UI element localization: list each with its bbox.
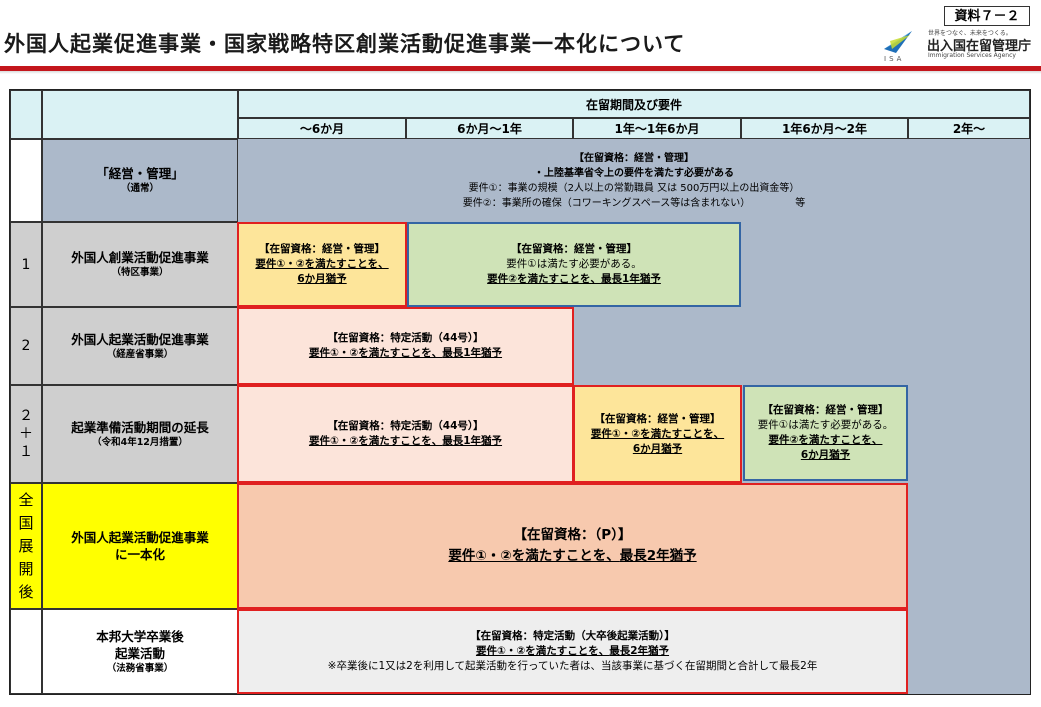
row-name-label: 外国人創業活動促進事業 — [71, 250, 209, 265]
page-title: 外国人起業促進事業・国家戦略特区創業活動促進事業一本化について — [4, 32, 686, 56]
status-label: 【在留資格：経営・管理】 — [511, 243, 637, 255]
row-num-2: 2 — [10, 307, 42, 385]
row-name-special-zone: 外国人創業活動促進事業 （特区事業） — [42, 222, 238, 307]
row-num-char: １ — [19, 444, 33, 460]
row3-box-6m: 【在留資格：経営・管理】 要件①・②を満たすことを、 6か月猶予 — [573, 385, 742, 483]
agency-abbreviation: ISA — [884, 55, 905, 63]
base-status: 【在留資格：経営・管理】 — [574, 152, 694, 164]
requirement-text: 要件①は満たす必要がある。 — [757, 419, 894, 431]
row-name-sub: （通常） — [120, 183, 159, 194]
row-name-label: 本邦大学卒業後 — [96, 628, 184, 644]
grace-period: 6か月猶予 — [632, 442, 683, 455]
row-name-unified: 外国人起業活動促進事業 に一本化 — [42, 483, 238, 609]
row-num-char: ＋ — [19, 426, 33, 442]
side-label-char: 開 — [18, 559, 34, 578]
side-label-char: 後 — [18, 582, 34, 601]
row-name-meti: 外国人起業活動促進事業 （経産省事業） — [42, 307, 238, 385]
requirement-text: 要件②を満たすことを、 — [768, 434, 883, 446]
footnote-text: ※卒業後に1又は2を利用して起業活動を行っていた者は、当該事業に基づく在留期間と… — [327, 660, 818, 672]
row1-box-6m: 【在留資格：経営・管理】 要件①・②を満たすことを、 6か月猶予 — [237, 222, 407, 307]
grace-period: 6か月猶予 — [800, 449, 851, 461]
requirement-text: 要件①・②を満たすことを、 — [255, 258, 389, 270]
period-header: 在留期間及び要件 — [238, 90, 1030, 118]
row-num-1: 1 — [10, 222, 42, 307]
row-name-graduate: 本邦大学卒業後 起業活動 （法務省事業） — [42, 609, 238, 694]
status-label: 【在留資格：（P）】 — [513, 527, 632, 543]
column-header-0-6m: ～6か月 — [238, 118, 406, 139]
grace-period: 最長2年猶予 — [609, 645, 670, 657]
header-divider — [0, 66, 1041, 71]
base-requirement-2: 要件②：事業所の確保（コワーキングスペース等は含まれない） 等 — [462, 197, 806, 209]
document-number-badge: 資料７－２ — [944, 6, 1030, 26]
requirement-text: 要件①は満たす必要がある。 — [506, 258, 642, 270]
status-label: 【在留資格：経営・管理】 — [259, 243, 385, 255]
side-label-char: 全 — [18, 490, 34, 509]
row-name-sub: （法務省事業） — [106, 662, 174, 674]
row2-box-1y: 【在留資格：特定活動（44号）】 要件①・②を満たすことを、最長1年猶予 — [237, 307, 574, 385]
status-label: 【在留資格：経営・管理】 — [762, 404, 889, 416]
unified-box-2y: 【在留資格：（P）】 要件①・②を満たすことを、最長2年猶予 — [237, 483, 908, 609]
base-requirement-1: 要件①：事業の規模（2人以上の常勤職員 又は 500万円以上の出資金等） — [468, 182, 800, 194]
row-name-label: 起業準備活動期間の延長 — [71, 419, 209, 435]
grace-period: 最長1年猶予 — [601, 273, 661, 285]
side-label-char: 国 — [18, 513, 34, 532]
requirement-text: 要件②を満たすことを、 — [487, 273, 602, 285]
agency-name-japanese: 出入国在留管理庁 — [927, 39, 1032, 54]
side-label-after-rollout: 全 国 展 開 後 — [10, 483, 42, 609]
agency-tagline: 世界をつなぐ、未来をつくる。 — [928, 30, 1012, 37]
requirement-text: 要件①・②を満たすことを、 — [475, 645, 610, 657]
row-name-sub: （経産省事業） — [106, 348, 174, 360]
grace-period: 最長1年猶予 — [442, 347, 503, 359]
base-requirements: 【在留資格：経営・管理】 ・上陸基準省令上の要件を満たす必要がある 要件①：事業… — [240, 141, 1028, 220]
comparison-table — [9, 89, 1031, 695]
corner-cell-name — [42, 90, 238, 139]
corner-cell-num — [10, 90, 42, 139]
status-label: 【在留資格：特定活動（44号）】 — [327, 420, 484, 432]
grace-period: 6か月猶予 — [297, 273, 347, 285]
row-num-char: ２ — [19, 408, 33, 424]
column-header-1y6m-2y: 1年6か月～2年 — [741, 118, 908, 139]
row-name-sub: （令和4年12月措置） — [92, 436, 188, 448]
row-name-label: に一本化 — [114, 547, 165, 562]
isa-logo-icon — [884, 31, 912, 53]
base-rule: ・上陸基準省令上の要件を満たす必要がある — [534, 167, 734, 179]
agency-name-english: Immigration Services Agency — [928, 52, 1016, 59]
row-name-label: 起業活動 — [114, 645, 165, 661]
grace-period: 最長1年猶予 — [442, 435, 503, 447]
requirement-text: 要件①・②を満たすことを、 — [308, 347, 443, 359]
row-name-label: 「経営・管理」 — [96, 166, 184, 181]
requirement-text: 要件①・②を満たすことを、 — [590, 427, 725, 440]
grace-period: 最長2年猶予 — [619, 548, 697, 564]
row3-box-1y: 【在留資格：特定活動（44号）】 要件①・②を満たすことを、最長1年猶予 — [237, 385, 574, 483]
status-label: 【在留資格：特定活動（大卒後起業活動）】 — [470, 630, 675, 642]
row-name-keiei-kanri: 「経営・管理」 （通常） — [42, 139, 238, 222]
row3-box-6m-green: 【在留資格：経営・管理】 要件①は満たす必要がある。 要件②を満たすことを、 6… — [743, 385, 908, 481]
row-num-2-plus-1: ２ ＋ １ — [10, 385, 42, 483]
row-num-base — [10, 139, 42, 222]
row-name-extension: 起業準備活動期間の延長 （令和4年12月措置） — [42, 385, 238, 483]
row1-box-1y: 【在留資格：経営・管理】 要件①は満たす必要がある。 要件②を満たすことを、最長… — [407, 222, 741, 307]
row-num-graduate — [10, 609, 42, 694]
column-header-1y-1y6m: 1年～1年6か月 — [573, 118, 741, 139]
requirement-text: 要件①・②を満たすことを、 — [448, 548, 620, 564]
status-label: 【在留資格：特定活動（44号）】 — [327, 332, 484, 344]
graduate-box-2y: 【在留資格：特定活動（大卒後起業活動）】 要件①・②を満たすことを、最長2年猶予… — [237, 609, 908, 694]
status-label: 【在留資格：経営・管理】 — [594, 412, 721, 425]
side-label-char: 展 — [18, 536, 34, 555]
row-name-label: 外国人起業活動促進事業 — [71, 530, 209, 545]
column-header-2y-plus: 2年～ — [908, 118, 1030, 139]
row-name-sub: （特区事業） — [111, 267, 169, 278]
column-header-6m-1y: 6か月～1年 — [406, 118, 573, 139]
requirement-text: 要件①・②を満たすことを、 — [308, 435, 443, 447]
row-name-label: 外国人起業活動促進事業 — [71, 331, 209, 347]
header-divider-shadow — [0, 71, 1041, 74]
